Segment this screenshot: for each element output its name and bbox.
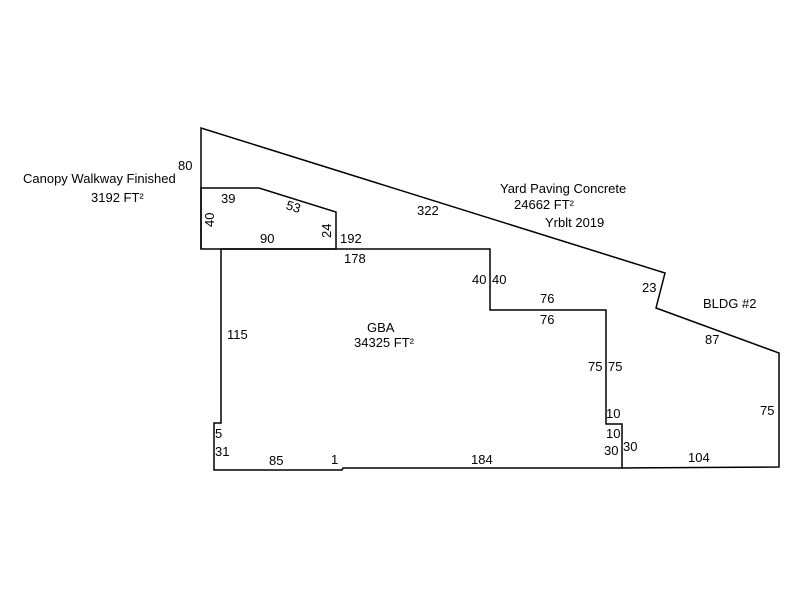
dim-label: 75 [608, 359, 622, 374]
dim-label: 23 [642, 280, 656, 295]
dim-label: 10 [606, 406, 620, 421]
dim-label: 85 [269, 453, 283, 468]
bldg2-label: BLDG #2 [703, 296, 756, 311]
dim-label: 10 [606, 426, 620, 441]
canopy-size: 3192 FT² [91, 190, 144, 205]
dim-label: 30 [604, 443, 618, 458]
dim-label: 87 [705, 332, 719, 347]
dim-label: 40 [472, 272, 486, 287]
dim-label: 40 [492, 272, 506, 287]
dim-label: 31 [215, 444, 229, 459]
yard-year: Yrblt 2019 [545, 215, 604, 230]
yard-size: 24662 FT² [514, 197, 575, 212]
dim-label: 40 [202, 213, 217, 227]
canopy-label: Canopy Walkway Finished [23, 171, 176, 186]
dim-label: 30 [623, 439, 637, 454]
dim-label: 53 [284, 197, 302, 216]
dim-label: 184 [471, 452, 493, 467]
dim-label: 75 [588, 359, 602, 374]
dim-label: 75 [760, 403, 774, 418]
dim-label: 39 [221, 191, 235, 206]
dim-label: 322 [417, 203, 439, 218]
gba-label: GBA [367, 320, 395, 335]
gba-size: 34325 FT² [354, 335, 415, 350]
yard-outline [200, 126, 780, 469]
dim-label: 192 [340, 231, 362, 246]
dim-label: 5 [215, 426, 222, 441]
yard-label: Yard Paving Concrete [500, 181, 626, 196]
gba-outline [213, 248, 623, 471]
canopy-outline [200, 187, 337, 250]
dim-label: 24 [319, 224, 334, 238]
dim-label: 76 [540, 291, 554, 306]
dim-label: 76 [540, 312, 554, 327]
dim-label: 1 [331, 452, 338, 467]
dim-label: 178 [344, 251, 366, 266]
dim-label: 115 [227, 327, 248, 342]
dim-label: 104 [688, 450, 710, 465]
dim-label: 80 [178, 158, 192, 173]
dim-label: 90 [260, 231, 274, 246]
